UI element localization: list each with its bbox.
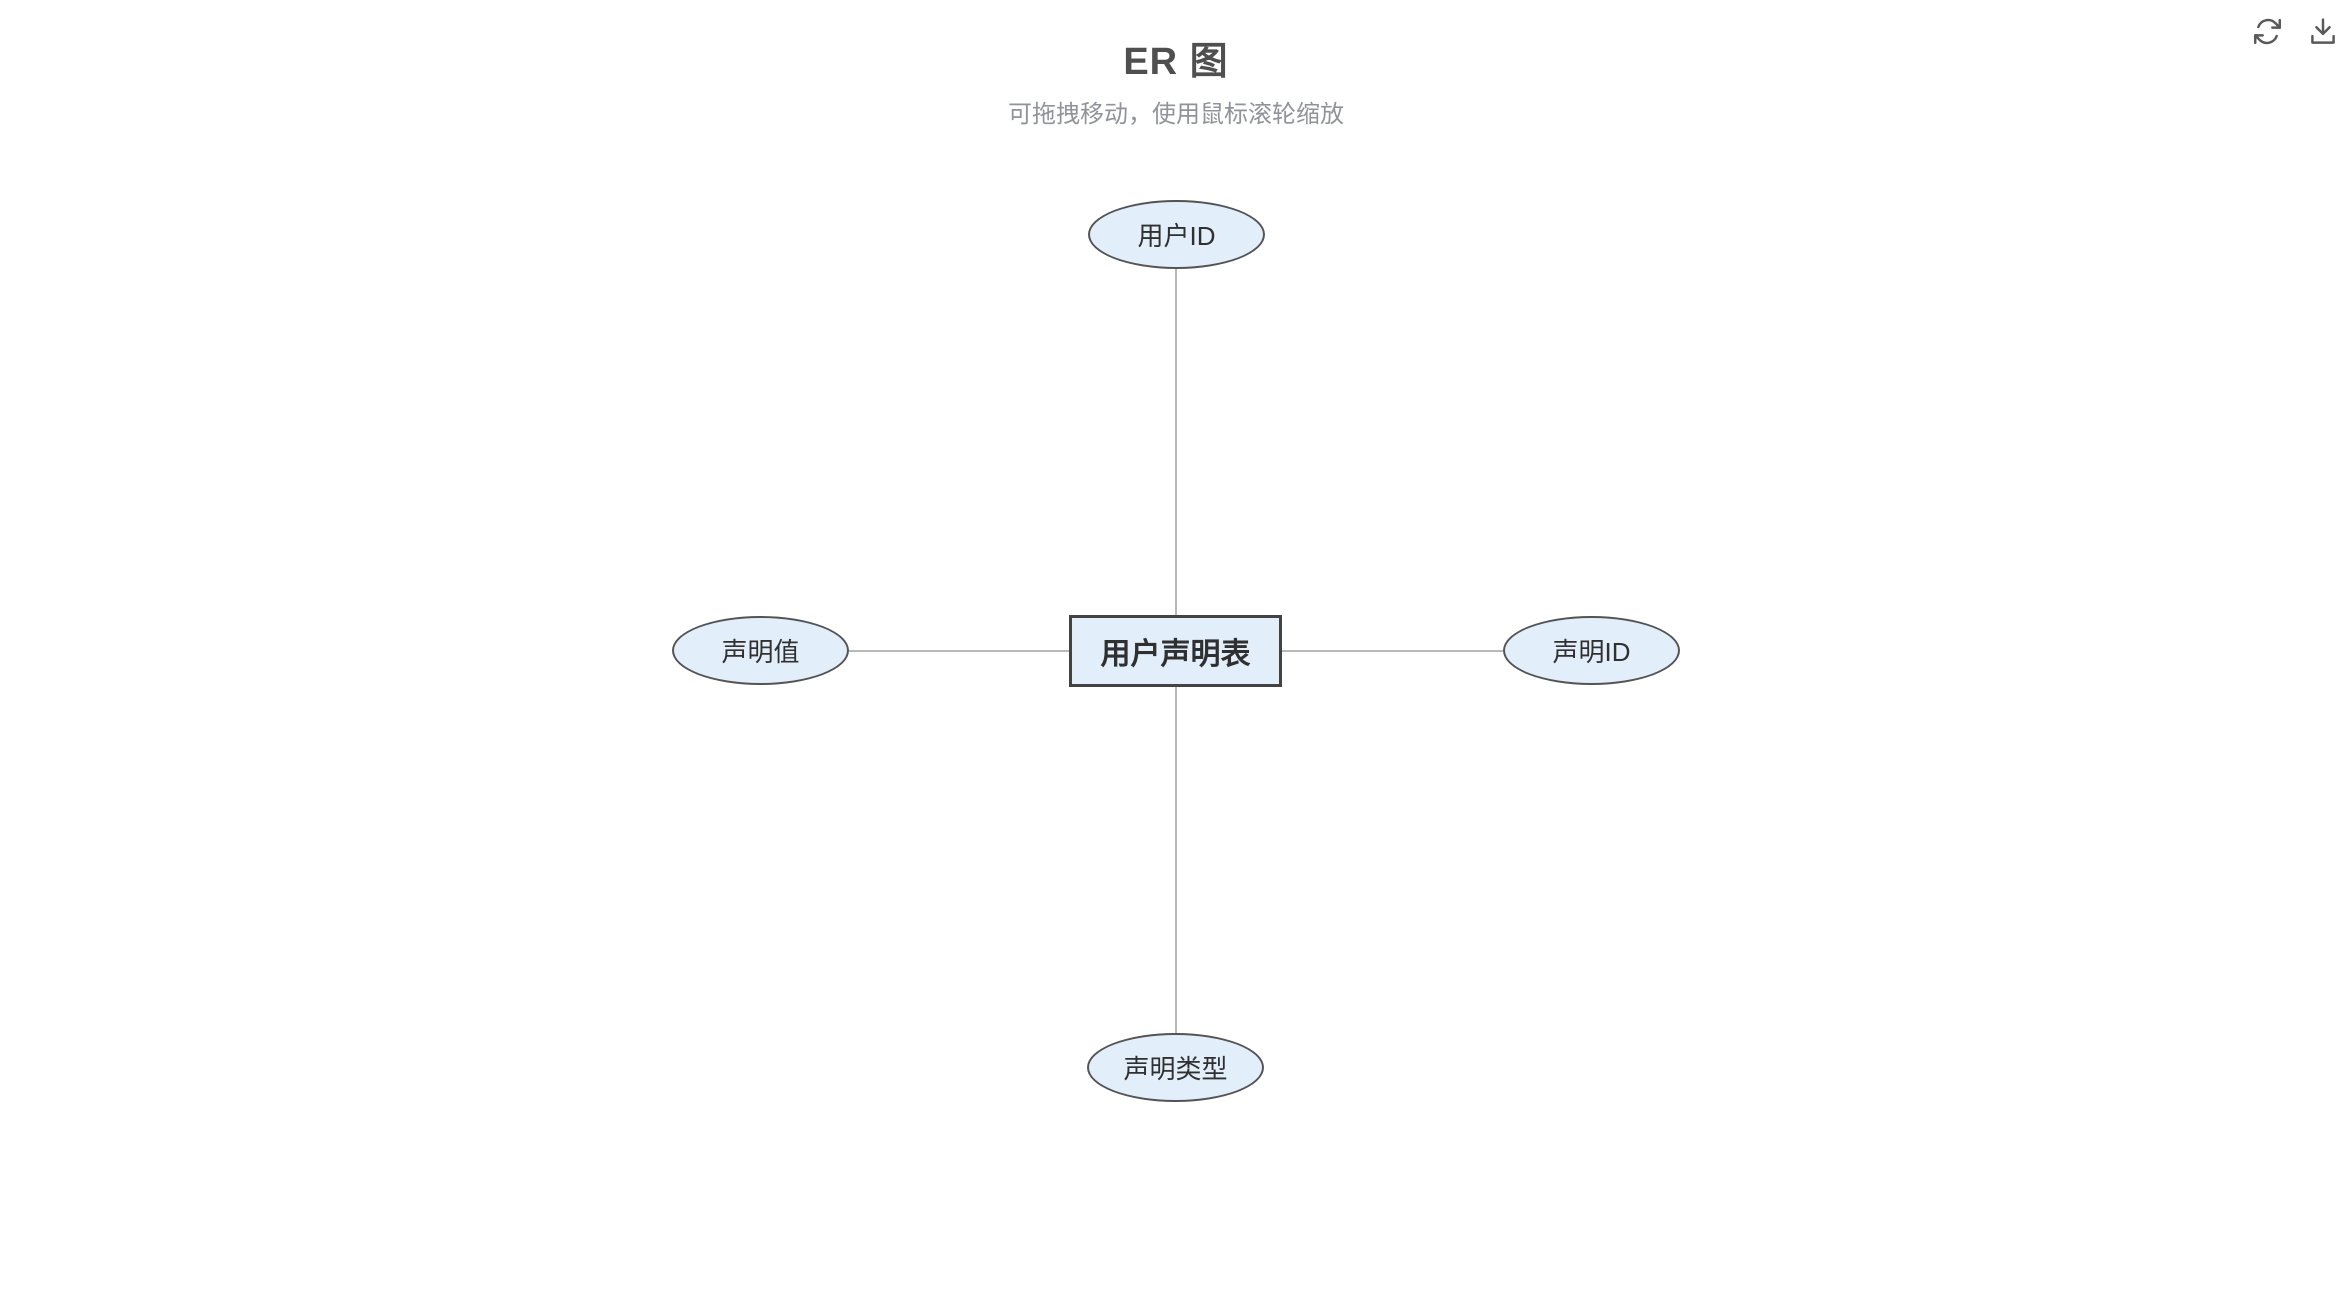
entity-label: 用户声明表	[1100, 638, 1251, 671]
entity-node-user-claims-table[interactable]: 用户声明表	[1069, 615, 1282, 687]
attribute-node-claim-id[interactable]: 声明ID	[1503, 616, 1680, 685]
download-button[interactable]	[2306, 14, 2340, 48]
attribute-node-claim-type[interactable]: 声明类型	[1087, 1033, 1264, 1102]
attribute-node-user-id[interactable]: 用户ID	[1088, 200, 1265, 269]
page-subtitle: 可拖拽移动，使用鼠标滚轮缩放	[1008, 101, 1344, 128]
refresh-icon	[2253, 18, 2281, 44]
attribute-label: 声明ID	[1552, 637, 1631, 667]
toolbar	[2250, 14, 2340, 48]
edge-entity-to-claim-value	[849, 650, 1069, 652]
attribute-label: 声明值	[721, 637, 800, 667]
attribute-label: 声明类型	[1123, 1054, 1228, 1084]
edge-entity-to-user-id	[1175, 269, 1177, 615]
edge-entity-to-claim-type	[1175, 687, 1177, 1033]
header: ER 图 可拖拽移动，使用鼠标滚轮缩放	[0, 0, 2352, 130]
download-icon	[2311, 17, 2335, 44]
edge-entity-to-claim-id	[1282, 650, 1503, 652]
refresh-button[interactable]	[2250, 14, 2284, 48]
page-title: ER 图	[1123, 41, 1229, 83]
attribute-node-claim-value[interactable]: 声明值	[672, 616, 849, 685]
attribute-label: 用户ID	[1137, 221, 1216, 251]
